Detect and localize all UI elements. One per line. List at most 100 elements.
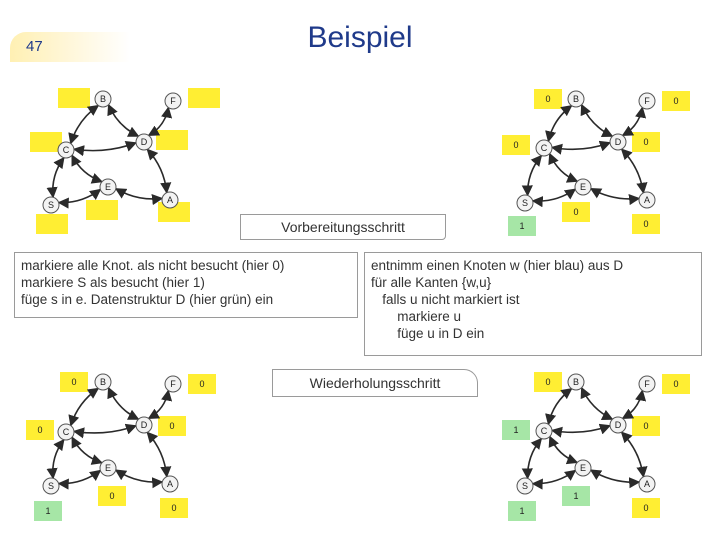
node-label-F: F (644, 379, 650, 389)
node-label-S: S (48, 200, 54, 210)
edge-A-D (146, 148, 172, 194)
callout-wiederholungsschritt-text: Wiederholungsschritt (309, 375, 441, 391)
label-box-E: 0 (98, 486, 126, 506)
node-label-A: A (644, 195, 650, 205)
label-box-S: 1 (34, 501, 62, 521)
label-box-F: 0 (188, 374, 216, 394)
node-S: S (42, 196, 60, 214)
callout-wiederholungsschritt: Wiederholungsschritt (272, 369, 478, 397)
node-F: F (638, 92, 656, 110)
edge-C-S (521, 437, 543, 480)
node-S: S (42, 477, 60, 495)
node-B: B (94, 90, 112, 108)
svg-text:0: 0 (109, 491, 114, 501)
label-box-S (36, 214, 68, 234)
node-F: F (638, 375, 656, 393)
label-box-S: 1 (508, 501, 536, 521)
edge-B-C (68, 104, 100, 145)
node-F: F (164, 92, 182, 110)
svg-text:0: 0 (643, 421, 648, 431)
edge-C-E (71, 436, 103, 465)
node-label-B: B (100, 377, 106, 387)
svg-text:0: 0 (673, 379, 678, 389)
node-label-B: B (573, 377, 579, 387)
edge-S-E (57, 188, 102, 209)
node-C: C (57, 423, 75, 441)
svg-text:0: 0 (643, 219, 648, 229)
node-C: C (535, 422, 553, 440)
node-label-S: S (522, 198, 528, 208)
label-box-B: 0 (534, 89, 562, 109)
instruction-line: füge u in D ein (371, 326, 485, 341)
label-box-D (156, 130, 188, 150)
graph-bottom-left: 0 0 0 0 0 1 0 B F C D E S A (26, 372, 216, 521)
node-label-S: S (48, 481, 54, 491)
node-A: A (638, 191, 656, 209)
node-E: E (99, 459, 117, 477)
edge-B-C (545, 105, 573, 143)
label-box-A: 0 (160, 498, 188, 518)
node-A: A (161, 475, 179, 493)
node-label-C: C (541, 143, 548, 153)
instructions-initialization: markiere alle Knot. als nicht besucht (h… (14, 252, 358, 318)
node-label-A: A (167, 479, 173, 489)
label-box-D: 0 (632, 132, 660, 152)
node-B: B (567, 373, 585, 391)
edge-B-C (545, 388, 573, 426)
node-label-E: E (105, 463, 111, 473)
node-D: D (609, 133, 627, 151)
node-S: S (516, 477, 534, 495)
node-D: D (609, 416, 627, 434)
label-box-B: 0 (534, 372, 562, 392)
edge-E-A (589, 469, 641, 489)
slide-title: Beispiel (307, 21, 413, 54)
node-label-D: D (615, 137, 622, 147)
svg-text:1: 1 (513, 425, 518, 435)
svg-text:0: 0 (643, 503, 648, 513)
node-label-F: F (170, 96, 176, 106)
node-label-E: E (580, 182, 586, 192)
edge-E-A (114, 187, 164, 206)
node-label-E: E (105, 182, 111, 192)
callout-vorbereitungsschritt-text: Vorbereitungsschritt (281, 219, 405, 235)
instruction-line: markiere S als besucht (hier 1) (21, 275, 205, 290)
edge-B-D (580, 103, 614, 137)
node-C: C (57, 141, 75, 159)
graph-top-left: B F C D E S A (30, 88, 220, 234)
node-F: F (164, 375, 182, 393)
node-label-D: D (141, 420, 148, 430)
edge-E-A (589, 187, 641, 206)
label-box-A: 0 (632, 498, 660, 518)
edge-C-D (72, 141, 138, 157)
node-label-A: A (167, 195, 173, 205)
instruction-line: markiere alle Knot. als nicht besucht (h… (21, 258, 285, 273)
node-E: E (99, 178, 117, 196)
node-S: S (516, 194, 534, 212)
label-box-B: 0 (60, 372, 88, 392)
svg-text:1: 1 (519, 506, 524, 516)
node-label-F: F (644, 96, 650, 106)
node-label-C: C (541, 426, 548, 436)
node-label-C: C (63, 145, 70, 155)
edge-C-S (46, 156, 65, 199)
edge-A-D (620, 431, 648, 478)
svg-text:0: 0 (573, 207, 578, 217)
edge-C-D (550, 140, 612, 155)
edge-B-C (68, 387, 100, 427)
svg-text:0: 0 (169, 421, 174, 431)
label-box-F: 0 (662, 374, 690, 394)
node-label-C: C (63, 427, 70, 437)
edge-C-S (46, 438, 65, 480)
node-E: E (574, 459, 592, 477)
node-label-D: D (141, 137, 148, 147)
node-B: B (94, 373, 112, 391)
label-box-A: 0 (632, 214, 660, 234)
label-box-C: 1 (502, 420, 530, 440)
edge-C-S (521, 154, 543, 197)
svg-text:0: 0 (513, 140, 518, 150)
svg-text:0: 0 (37, 425, 42, 435)
edge-C-E (548, 152, 579, 183)
label-box-D: 0 (158, 416, 186, 436)
label-box-E: 1 (562, 486, 590, 506)
